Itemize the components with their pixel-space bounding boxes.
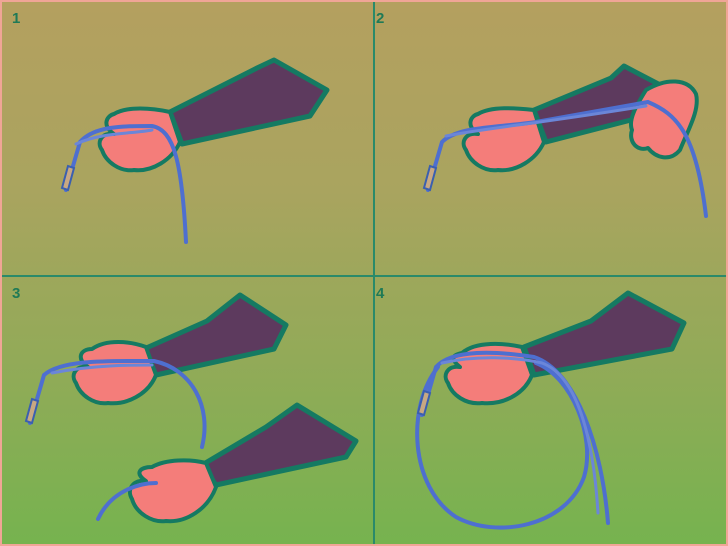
panel-4-illustration [366, 277, 726, 545]
panel-number-2: 2 [376, 10, 384, 27]
rope-tip [62, 166, 74, 190]
hand [74, 342, 156, 403]
panel-number-3: 3 [12, 285, 20, 302]
horizontal-divider [2, 275, 726, 277]
vertical-divider [373, 2, 375, 544]
sleeve [170, 60, 327, 144]
second-sleeve [202, 405, 356, 485]
panel-3: 3 [2, 277, 362, 545]
panel-2-illustration [366, 2, 726, 274]
second-hand [130, 460, 216, 521]
rope-tip [26, 399, 38, 423]
panel-4: 4 [366, 277, 726, 545]
rope-tip [418, 391, 430, 415]
panel-number-4: 4 [376, 285, 384, 302]
panel-2: 2 [366, 2, 726, 270]
rope-tip [424, 166, 436, 190]
hand [464, 108, 544, 170]
panel-1: 1 [2, 2, 362, 270]
panel-1-illustration [2, 2, 372, 274]
panel-3-illustration [2, 277, 372, 545]
panel-number-1: 1 [12, 10, 20, 27]
